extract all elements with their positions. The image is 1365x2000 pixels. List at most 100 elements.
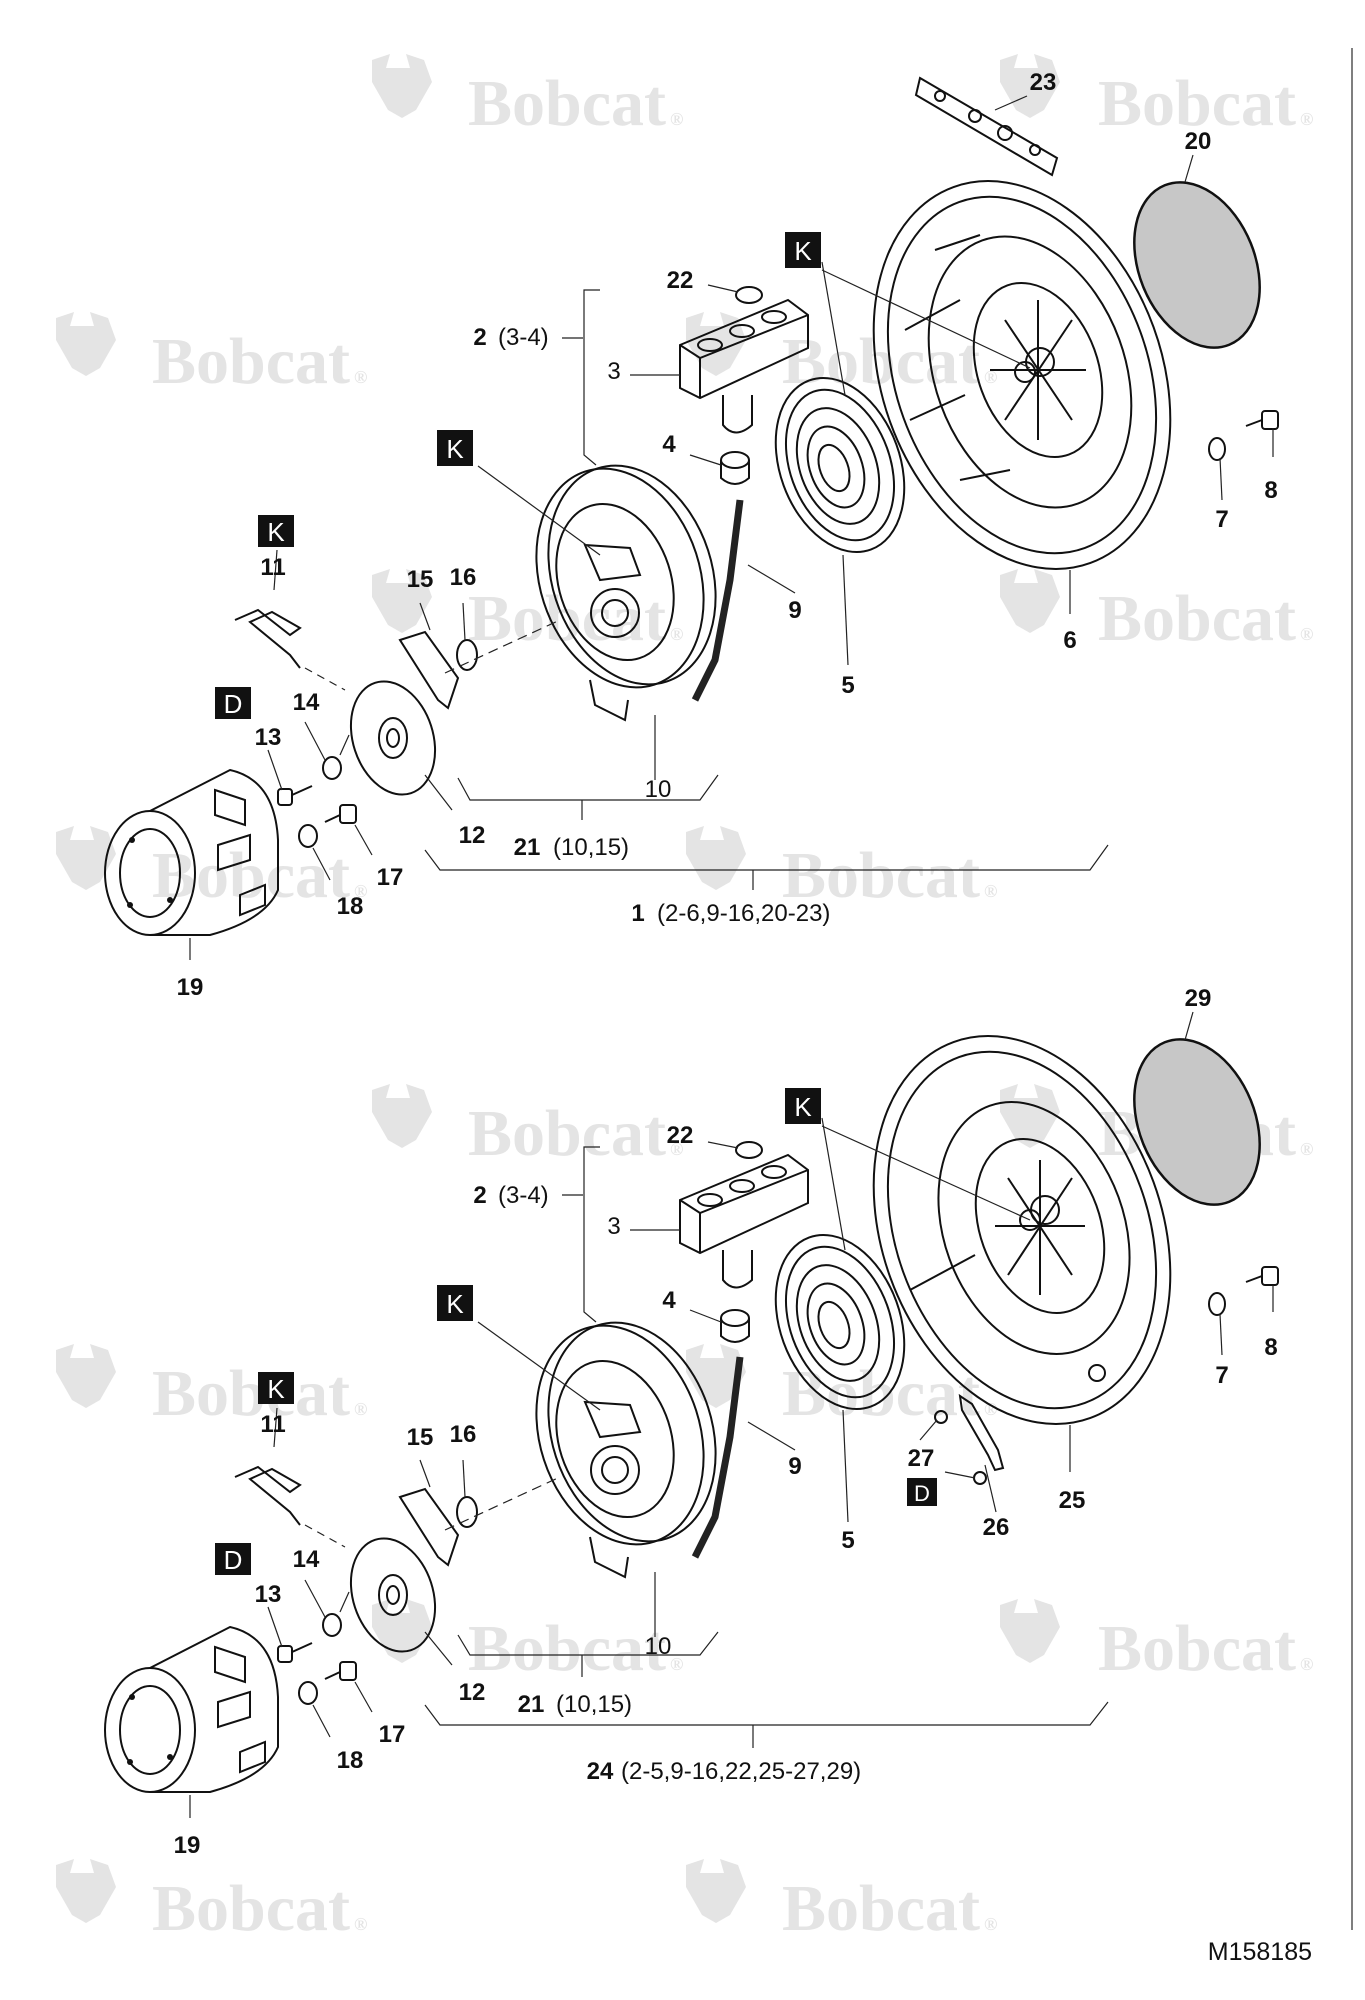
watermark: Bobcat ® [372, 1084, 683, 1170]
tag-k: K [437, 430, 473, 466]
tag-letter: D [224, 689, 243, 719]
part-4-grommet [720, 451, 750, 485]
bobcat-logo-icon [1000, 1084, 1060, 1148]
watermark: Bobcat ® [686, 826, 997, 912]
part-4-grommet [720, 1309, 750, 1343]
bobcat-logo-icon [1000, 1599, 1060, 1663]
part-22-cap [735, 286, 763, 304]
part-17-screw [324, 804, 357, 824]
bobcat-logo-icon [686, 1344, 746, 1408]
label-24: 24 [587, 1758, 614, 1785]
label-9: 9 [788, 1453, 801, 1480]
watermark-reg: ® [670, 624, 683, 644]
label-1: 1 [631, 900, 644, 927]
watermark: Bobcat ® [56, 826, 367, 912]
label-16: 16 [450, 564, 477, 591]
watermark-text: Bobcat [152, 1872, 350, 1945]
label-4: 4 [662, 431, 676, 458]
watermark: Bobcat ® [372, 569, 683, 655]
part-6-starter-housing [872, 180, 1172, 570]
watermark: Bobcat ® [686, 1859, 997, 1945]
watermark-reg: ® [984, 881, 997, 901]
label-8: 8 [1264, 1334, 1277, 1361]
watermark-reg: ® [354, 1914, 367, 1934]
label-5: 5 [841, 1527, 854, 1554]
label-27: 27 [908, 1445, 935, 1472]
bobcat-logo-icon [1000, 569, 1060, 633]
watermark-text: Bobcat [782, 839, 980, 912]
part-25-starter-housing [872, 1035, 1172, 1425]
label-10: 10 [645, 776, 672, 803]
part-16-clip [456, 639, 478, 671]
tag-k: K [785, 1088, 821, 1124]
watermark-text: Bobcat [1098, 67, 1296, 140]
label-4: 4 [662, 1287, 676, 1314]
part-22-cap [735, 1141, 763, 1159]
label-18: 18 [337, 1747, 364, 1774]
tag-letter: D [224, 1545, 243, 1575]
label-3: 3 [607, 358, 620, 385]
watermark-text: Bobcat [782, 1357, 980, 1430]
label-18: 18 [337, 893, 364, 920]
tag-d: D [907, 1478, 937, 1506]
watermark: Bobcat ® [1000, 569, 1313, 655]
watermark-text: Bobcat [152, 325, 350, 398]
part-29-filter-disk [1133, 1038, 1261, 1206]
part-12-friction-plate [349, 680, 437, 796]
bobcat-logo-icon [56, 1859, 116, 1923]
tag-letter: K [267, 1374, 285, 1404]
label-16: 16 [450, 1421, 477, 1448]
watermark-reg: ® [354, 1399, 367, 1419]
label-19: 19 [177, 974, 204, 1001]
watermark-text: Bobcat [468, 582, 666, 655]
bottom-leader-lines [189, 1011, 1274, 1818]
part-8-bolt [1245, 410, 1279, 430]
label-26: 26 [983, 1514, 1010, 1541]
part-12-friction-plate [349, 1537, 437, 1653]
label-2-range: (3-4) [498, 1182, 549, 1209]
label-14: 14 [293, 1546, 320, 1573]
label-13: 13 [255, 1581, 282, 1608]
bobcat-logo-icon [372, 569, 432, 633]
label-7: 7 [1215, 506, 1228, 533]
watermark-reg: ® [670, 1139, 683, 1159]
part-15-ratchet-pawl [398, 1487, 460, 1567]
part-15-ratchet-pawl [398, 630, 460, 710]
tag-k: K [258, 515, 294, 547]
watermark: Bobcat ® [686, 312, 997, 398]
label-15: 15 [407, 566, 434, 593]
label-5: 5 [841, 672, 854, 699]
watermark-text: Bobcat [468, 67, 666, 140]
tag-letter: D [914, 1481, 930, 1506]
label-21: 21 [514, 834, 541, 861]
watermark-reg: ® [670, 109, 683, 129]
watermark-reg: ® [1300, 1654, 1313, 1674]
watermark: Bobcat ® [56, 1859, 367, 1945]
watermark: Bobcat ® [56, 312, 367, 398]
tag-letter: K [794, 1092, 812, 1122]
label-2-range: (3-4) [498, 324, 549, 351]
tag-letter: K [446, 434, 464, 464]
label-22: 22 [667, 267, 694, 294]
label-29: 29 [1185, 985, 1212, 1012]
watermark: Bobcat ® [372, 1599, 683, 1685]
bottom-part-labels: 29 22 2 (3-4) 3 4 8 7 9 5 27 26 25 11 15… [174, 985, 1278, 1859]
label-9: 9 [788, 597, 801, 624]
part-9-starter-rope [691, 499, 744, 702]
label-7: 7 [1215, 1362, 1228, 1389]
label-6: 6 [1063, 627, 1076, 654]
label-24-range: (2-5,9-16,22,25-27,29) [621, 1758, 861, 1785]
part-7-washer [1208, 437, 1226, 461]
watermark-reg: ® [984, 1914, 997, 1934]
part-5-recoil-spring [774, 376, 906, 554]
part-5-recoil-spring [774, 1233, 906, 1411]
watermark-text: Bobcat [782, 325, 980, 398]
label-12: 12 [459, 822, 486, 849]
label-23: 23 [1030, 69, 1057, 96]
top-assembly: K K K D 23 20 22 2 (3-4) 3 4 8 7 6 5 9 [104, 69, 1279, 1001]
tag-d: D [215, 687, 251, 719]
label-22: 22 [667, 1122, 694, 1149]
watermark-reg: ® [670, 1654, 683, 1674]
